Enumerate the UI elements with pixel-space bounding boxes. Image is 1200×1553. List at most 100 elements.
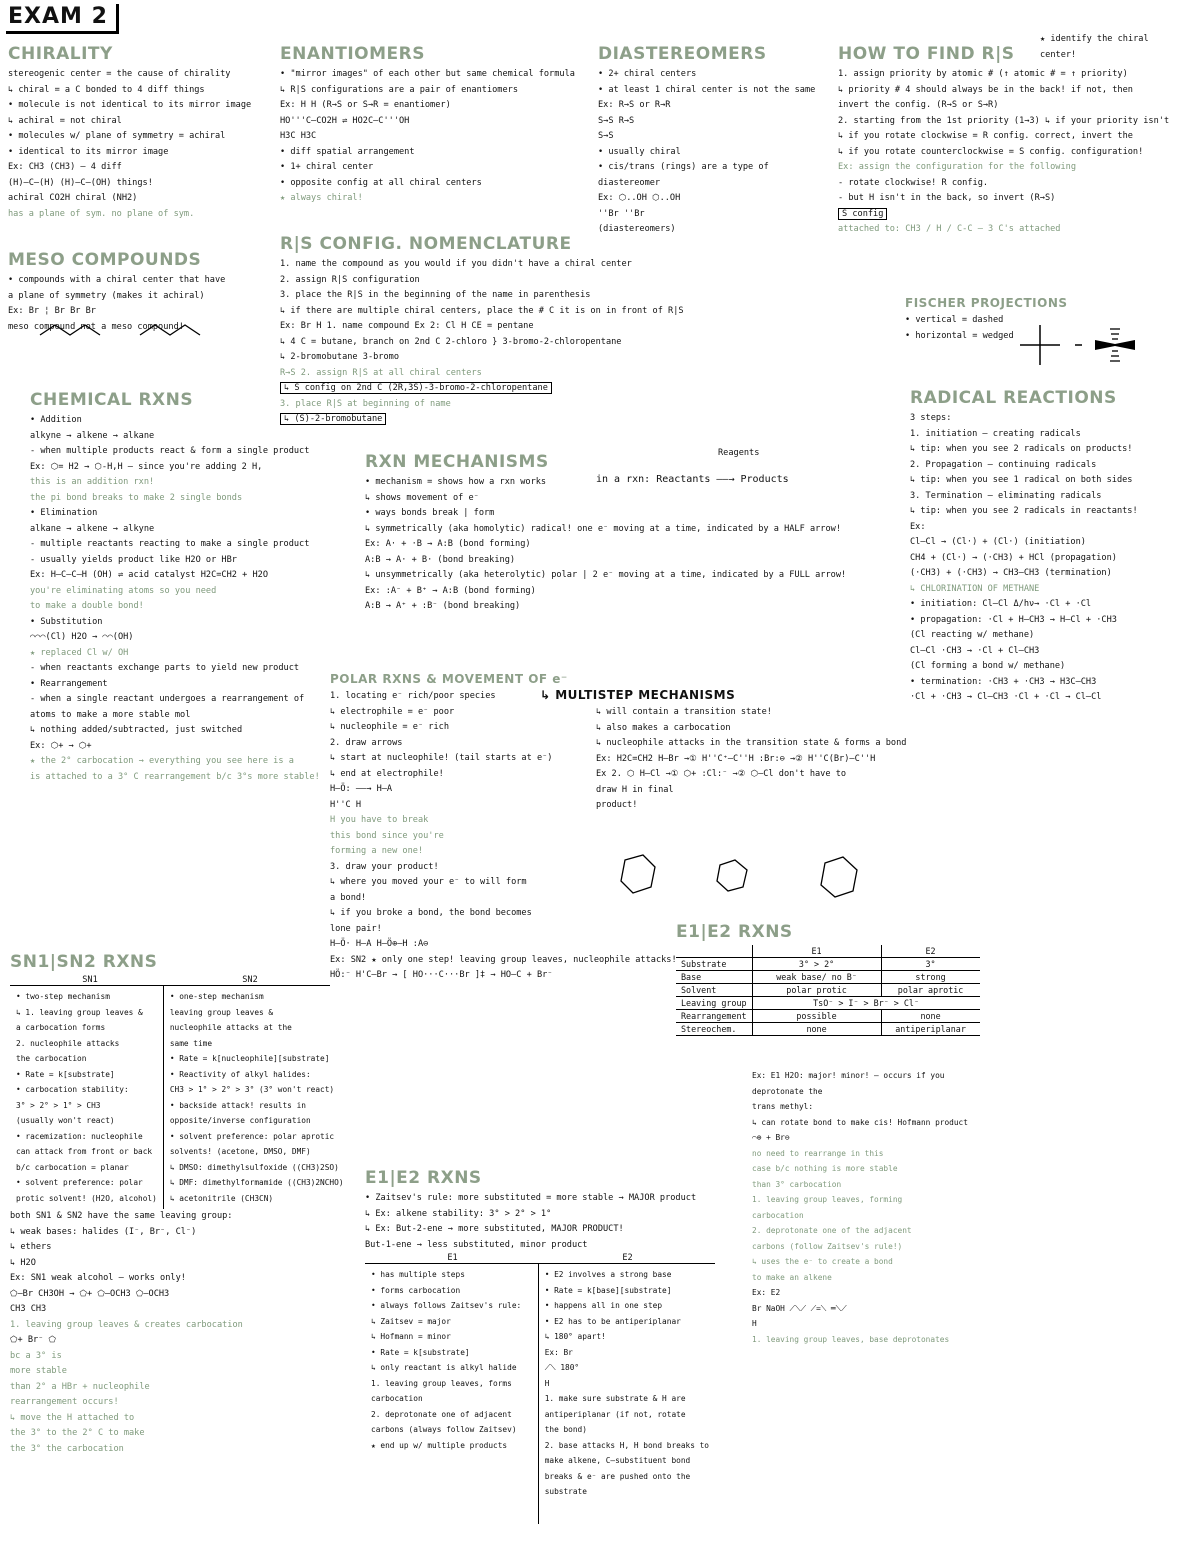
note-line: • opposite config at all chiral centers <box>280 176 575 192</box>
note-text: 2. base attacks H, H bond breaks to <box>544 1440 709 1450</box>
note-text: Ex: CH3 (CH3) — 4 diff <box>8 162 122 172</box>
note-line: b/c carbocation = planar <box>16 1160 157 1176</box>
chemical-rxns-notes: • Addition alkyne → alkene → alkane - wh… <box>30 413 320 785</box>
note-line: • Rate = k[nucleophile][substrate] <box>170 1051 344 1067</box>
note-line: carbocation <box>752 1208 968 1224</box>
note-line: R→S 2. assign R|S at all chiral centers <box>280 366 684 382</box>
note-text: A:B → A· + B· (bond breaking) <box>365 554 516 565</box>
note-text: • backside attack! results in <box>169 1100 306 1110</box>
note-text: a plane of symmetry (makes it achiral) <box>8 290 205 301</box>
note-text: 2. draw arrows <box>330 737 403 748</box>
enantiomers-notes: • "mirror images" of each other but same… <box>280 67 575 207</box>
note-text: ↳ (S)-2-bromobutane <box>280 413 387 425</box>
note-text: H <box>544 1378 550 1388</box>
note-line: bc a 3° is <box>10 1349 330 1365</box>
row-label: Leaving group <box>676 996 753 1010</box>
note-text: - but H isn't in the back, so invert (R→… <box>838 193 1056 203</box>
note-text: Ex: Br ¦ Br Br Br <box>8 306 96 316</box>
note-text: is attached to a 3° C rearrangement b/c … <box>30 771 320 782</box>
table-cell: none <box>751 1022 882 1036</box>
note-text: • cis/trans (rings) are a type of <box>598 162 769 172</box>
note-text: 1. leaving group leaves & creates carboc… <box>10 1319 243 1330</box>
note-text: ↳ Ex: But-2-ene → more substituted, MAJO… <box>365 1224 624 1234</box>
note-text: ★ end up w/ multiple products <box>371 1440 508 1450</box>
note-line: ↳ nothing added/subtracted, just switche… <box>30 723 320 739</box>
note-line: you're eliminating atoms so you need <box>30 584 320 600</box>
note-text: ★ always chiral! <box>280 193 363 203</box>
note-text: • compounds with a chiral center that ha… <box>8 275 226 285</box>
note-line: has a plane of sym. no plane of sym. <box>8 207 251 223</box>
note-text: has a plane of sym. no plane of sym. <box>8 208 195 219</box>
note-text: Ex: R→S or R→R <box>598 100 671 110</box>
note-text: - when multiple products react & form a … <box>30 446 310 456</box>
note-text: 3. place the R|S in the beginning of the… <box>280 290 591 300</box>
note-text: (diastereomers) <box>598 224 676 234</box>
section-fischer: FISCHER PROJECTIONS • vertical = dashed•… <box>905 296 1068 344</box>
note-text: ↳ electrophile = e⁻ poor <box>330 706 455 717</box>
cyclohexene-ring <box>620 854 656 894</box>
note-line: ↳ DMSO: dimethylsulfoxide ((CH3)2SO) <box>170 1160 344 1176</box>
note-text: • forms carbocation <box>371 1285 461 1295</box>
heading-polar-rxns: POLAR RXNS & MOVEMENT OF e⁻ <box>330 672 568 686</box>
note-text: Ex: H—C—C—H (OH) ⇌ acid catalyst H2C=CH2… <box>30 570 268 580</box>
table-cell: polar aprotic <box>880 983 980 997</box>
note-text: • diff spatial arrangement <box>280 146 415 157</box>
find-rs-notes: 1. assign priority by atomic # (↑ atomic… <box>838 67 1169 238</box>
note-text: b/c carbocation = planar <box>16 1162 129 1172</box>
note-line: • carbocation stability: <box>16 1082 157 1098</box>
note-line: • molecules w/ plane of symmetry = achir… <box>8 129 251 145</box>
note-text: CH4 + (Cl·) → (·CH3) + HCl (propagation) <box>910 552 1117 563</box>
note-text: Ex 2. ⬡ H–Cl →① ⬡+ :Cl:⁻ →② ⬡–Cl don't h… <box>596 769 847 779</box>
note-text: stereogenic center = the cause of chiral… <box>8 69 231 79</box>
note-line: to make an alkene <box>752 1270 968 1286</box>
note-line: carbons (follow Zaitsev's rule!) <box>752 1239 968 1255</box>
note-line: the 3° the carbocation <box>10 1442 330 1458</box>
note-text: ↳ tip: when you see 2 radicals in reacta… <box>910 506 1138 516</box>
fischer-notes: • vertical = dashed• horizontal = wedged <box>905 313 1068 344</box>
note-text: • identical to its mirror image <box>8 146 169 157</box>
section-multistep: ↳ MULTISTEP MECHANISMS ↳ will contain a … <box>540 688 906 814</box>
note-text: a bond! <box>330 892 367 903</box>
note-text: ⌒⊕ + Br⊖ <box>752 1133 790 1142</box>
note-text: ↳ DMF: dimethylformamide ((CH3)2NCHO) <box>169 1178 344 1187</box>
note-text: • always follows Zaitsev's rule: <box>371 1301 522 1310</box>
note-line: 1. leaving group leaves, forms <box>371 1376 532 1392</box>
note-line: no need to rearrange in this <box>752 1146 968 1162</box>
radical-notes: 3 steps:1. initiation — creating radical… <box>910 411 1138 706</box>
note-text: • opposite config at all chiral centers <box>280 177 482 188</box>
reagents-label: Reagents <box>718 448 760 458</box>
note-line: ↳ if you broke a bond, the bond becomes <box>330 906 677 922</box>
note-line: H–Ö· H–A H–Ö⊕–H :A⊖ <box>330 937 677 953</box>
note-line: • happens all in one step <box>545 1298 709 1314</box>
note-line: ↳ Ex: alkene stability: 3° > 2° > 1° <box>365 1207 715 1223</box>
meso-structures <box>39 324 201 336</box>
note-line: • 1+ chiral center <box>280 160 575 176</box>
row-label: Rearrangement <box>676 1009 753 1023</box>
note-text: bc a 3° is <box>10 1350 62 1361</box>
note-text: ''Br ''Br <box>598 208 645 219</box>
note-text: no need to rearrange in this <box>752 1148 884 1158</box>
note-text: 2. deprotonate one of the adjacent <box>752 1226 912 1235</box>
note-line: ↳ acetonitrile (CH3CN) <box>170 1191 344 1207</box>
note-line: - when reactants exchange parts to yield… <box>30 661 320 677</box>
note-line: S→S R→S <box>598 114 815 130</box>
note-line: Cl–Cl ·CH3 → ·Cl + Cl–CH3 <box>910 644 1138 660</box>
note-text: diastereomer <box>598 177 661 188</box>
note-line: Ex: :A⁻ + B⁺ → A:B (bond forming) <box>365 584 846 600</box>
note-line: Ex: E1 H2O: major! minor! — occurs if yo… <box>752 1068 968 1084</box>
note-text: solvents! (acetone, DMSO, DMF) <box>169 1147 311 1156</box>
note-text: Cl–Cl ·CH3 → ·Cl + Cl–CH3 <box>910 645 1040 656</box>
note-line: can attack from front or back <box>16 1144 157 1160</box>
note-line: • solvent preference: polar aprotic <box>170 1129 344 1145</box>
note-text: - rotate clockwise! R config. <box>838 177 989 188</box>
note-text: • termination: ·CH3 + ·CH3 → H3C–CH3 <box>910 676 1097 687</box>
note-text: H''C H <box>330 799 362 810</box>
note-line: Ex: H2C=CH2 H–Br →① H''C⁺—C''H :Br:⊖ →② … <box>596 752 906 768</box>
note-line: forming a new one! <box>330 844 677 860</box>
note-text: Ex: Br H 1. name compound Ex 2: Cl H CE … <box>280 321 534 331</box>
note-text: 2. deprotonate one of adjacent <box>371 1409 512 1419</box>
note-line: • racemization: nucleophile <box>16 1129 157 1145</box>
note-text: Ex: <box>910 521 926 532</box>
